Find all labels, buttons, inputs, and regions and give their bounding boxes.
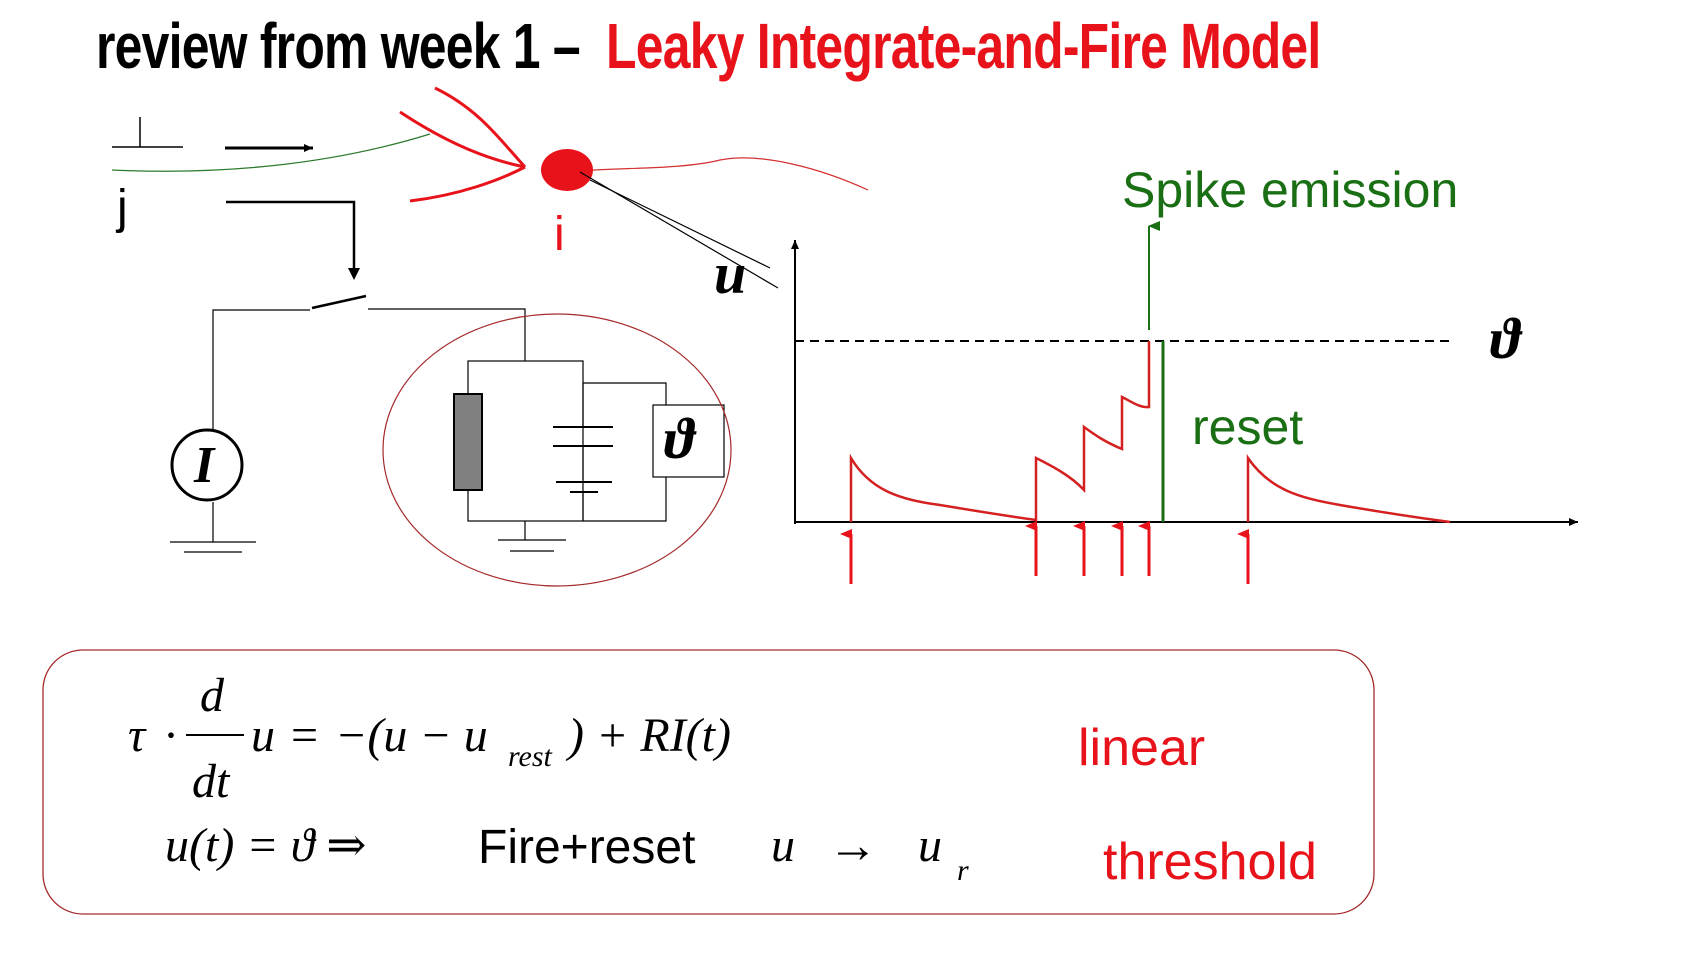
label-current-I: I <box>194 437 215 494</box>
postsynaptic-dendrites <box>399 86 527 203</box>
postsynaptic-axon <box>564 157 869 191</box>
eq1-tau: τ <box>128 709 146 762</box>
input-spike-arrows <box>840 521 1250 584</box>
eq1-equals: = <box>291 709 319 762</box>
current-source <box>170 428 244 502</box>
ground-symbol-left <box>170 541 256 553</box>
eq1-lhs-u: u <box>251 709 275 762</box>
label-presynaptic-j: j <box>117 181 128 234</box>
membrane-potential-trace <box>849 341 1451 524</box>
title-part-2: Leaky Integrate-and-Fire Model <box>606 10 1321 82</box>
eq2-r-sub: r <box>957 854 969 887</box>
label-spike-emission: Spike emission <box>1122 162 1459 218</box>
annotation-threshold: threshold <box>1103 833 1317 891</box>
label-threshold-axis: ϑ <box>1490 306 1521 371</box>
threshold-box <box>652 404 725 478</box>
eq2-u: u <box>771 819 795 872</box>
eq2-text: Fire+reset <box>478 821 696 874</box>
eq2-arrow: → <box>828 817 878 873</box>
neuron-soma <box>541 149 593 191</box>
eq1-num: d <box>200 669 224 722</box>
input-spike-symbol <box>112 117 183 148</box>
eq1-rhs-close: ) + RI(t) <box>568 709 731 762</box>
eq1-rest-sub: rest <box>508 740 552 773</box>
electrode-line-2 <box>589 179 771 269</box>
presynaptic-axon <box>111 133 431 172</box>
resistor <box>453 393 483 491</box>
annotation-linear: linear <box>1078 719 1206 777</box>
ground-symbol-right <box>498 539 566 552</box>
label-postsynaptic-i: i <box>554 208 565 261</box>
eq1-dot: · <box>163 709 179 762</box>
equation-box <box>42 649 1375 915</box>
switch-trigger-line <box>226 200 356 270</box>
slide-title: review from week 1 – Leaky Integrate-and… <box>96 14 1321 78</box>
label-threshold-box: ϑ <box>664 406 695 471</box>
battery <box>556 481 612 521</box>
eq2-ur: u <box>918 819 942 872</box>
eq1-den: dt <box>192 755 230 808</box>
capacitor <box>553 383 613 480</box>
eq1-rhs-open: −(u − u <box>335 709 488 762</box>
eq2-lhs: u(t) = ϑ ⇒ <box>165 819 367 872</box>
label-voltage-u: u <box>714 241 747 306</box>
label-reset: reset <box>1192 399 1304 455</box>
neuron-circuit-outline <box>382 313 732 587</box>
title-part-1: review from week 1 – <box>96 10 581 82</box>
circuit-wiring <box>212 294 667 542</box>
